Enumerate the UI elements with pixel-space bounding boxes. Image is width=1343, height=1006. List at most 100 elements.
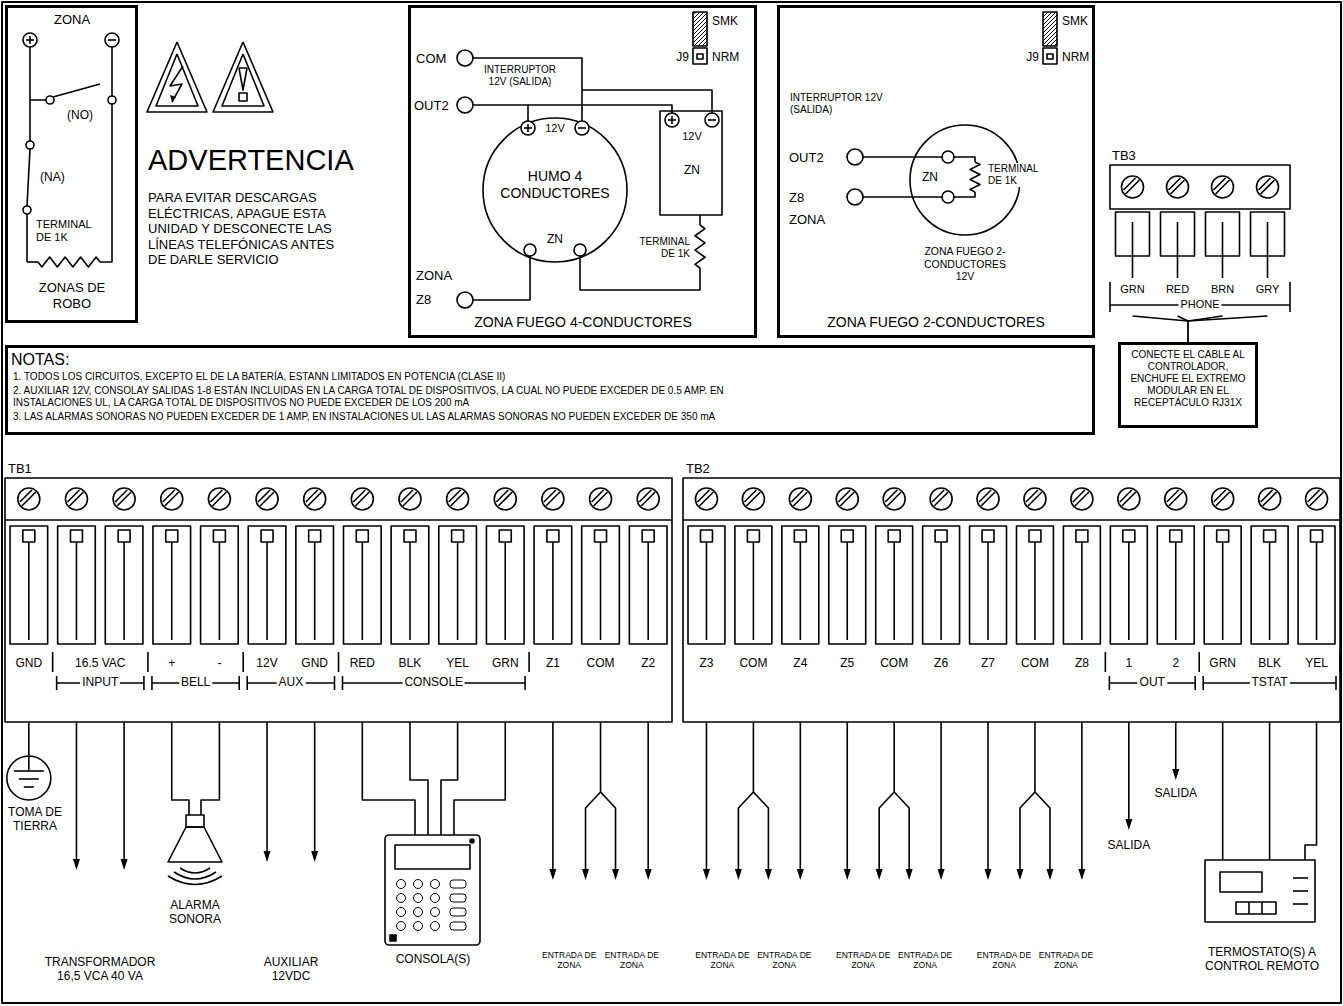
node-text: COM — [1021, 656, 1049, 670]
wire-clamp — [166, 530, 178, 542]
label-text: AUXILIAR 12VDC — [251, 955, 331, 984]
relay-box — [660, 111, 722, 215]
terminal-cell — [486, 526, 524, 644]
node-text: 1 — [1125, 656, 1132, 670]
wire — [987, 722, 989, 870]
node-text: BELL — [179, 675, 212, 689]
console-key — [397, 894, 406, 903]
wire-clamp — [1311, 530, 1323, 542]
arrow-head — [797, 869, 804, 880]
console-key — [414, 880, 423, 889]
exclamation-symbol — [239, 93, 247, 101]
terminal-cell — [582, 526, 620, 644]
label-separator — [338, 652, 340, 672]
switch-arm — [53, 84, 100, 97]
node-text: - — [217, 656, 221, 670]
terminal-strip — [683, 519, 1340, 521]
console-key — [397, 922, 406, 931]
node-text: Z2 — [641, 656, 655, 670]
wire-clamp — [70, 530, 82, 542]
zn-contact — [574, 244, 586, 256]
arrow-head — [938, 869, 945, 880]
terminal-cell — [58, 526, 96, 644]
wire-clamp — [1029, 530, 1041, 542]
label-text: TRANSFORMADOR 16,5 VCA 40 VA — [40, 955, 160, 984]
terminal-circle — [847, 189, 863, 205]
text-box: COMSMKINTERRUPTOR 12V (SALIDA)J9NRMOUT21… — [408, 5, 757, 338]
arrow-head — [1078, 869, 1085, 880]
wire — [552, 722, 554, 870]
text-box: ZONA(NO)(NA)TERMINAL DE 1KZONAS DE ROBO — [5, 5, 138, 323]
terminal-cell — [923, 526, 960, 644]
wire-clamp — [118, 530, 130, 542]
plus-terminal — [23, 33, 37, 47]
terminal-cell — [153, 526, 191, 644]
screw-terminal — [836, 488, 858, 510]
terminal-block: TB1GND16.5 VAC+-12VGNDREDBLKYELGRNZ1COMZ… — [5, 458, 672, 722]
node-text: TSTAT — [1249, 675, 1289, 689]
label-text: ENTRADA DE ZONA — [1037, 950, 1095, 970]
text-box: NOTAS:1. TODOS LOS CIRCUITOS, EXCEPTO EL… — [5, 345, 1095, 435]
thermostat-buttons — [1248, 902, 1250, 914]
console-key — [450, 880, 466, 888]
screw-slot — [932, 490, 944, 502]
jumper-pin — [1043, 48, 1057, 64]
jumper-hole — [1047, 54, 1053, 59]
wire — [1305, 722, 1317, 860]
wire-clamp — [309, 530, 321, 542]
node-text: BLK — [1258, 656, 1281, 670]
terminal-cell — [296, 526, 334, 644]
wire-clamp — [499, 530, 511, 542]
node-text: TB2 — [686, 461, 710, 477]
wire — [1269, 722, 1271, 860]
sound-wave — [180, 868, 210, 873]
wire-clamp — [452, 530, 464, 542]
node-text: 12V — [256, 656, 277, 670]
switch-arm — [27, 149, 30, 206]
screw-terminal — [399, 488, 421, 510]
terminal-circle — [457, 292, 473, 308]
wire — [940, 722, 942, 870]
node-text: GRN — [492, 656, 519, 670]
terminal-block: TB2Z3COMZ4Z5COMZ6Z7COMZ812GRNBLKYELOUTTS… — [683, 458, 1340, 722]
warning-triangle — [222, 54, 264, 106]
wire-clamp — [595, 530, 607, 542]
bracket — [1289, 282, 1291, 312]
wire-clamp — [1264, 530, 1276, 542]
label-separator — [1105, 652, 1107, 672]
terminal-cell — [248, 526, 286, 644]
resistor-symbol — [970, 162, 980, 192]
node-text: TERMINAL DE 1K — [986, 163, 1054, 187]
arrow-head — [264, 851, 271, 862]
terminal-block: TB3GRNREDBRNGRYPHONE — [1105, 145, 1295, 320]
label-text: TERMOSTATO(S) A CONTROL REMOTO — [1200, 945, 1325, 974]
screw-terminal — [1167, 176, 1189, 198]
wire-clamp — [841, 530, 853, 542]
wire — [76, 542, 78, 640]
node-text: HUMO 4 CONDUCTORES — [495, 168, 615, 202]
wire — [123, 722, 125, 860]
wire — [314, 722, 316, 852]
wire-clamp — [404, 530, 416, 542]
console-key — [431, 880, 440, 889]
node-text: INPUT — [80, 675, 120, 689]
node-text: NOTAS: — [11, 350, 69, 369]
node-text: TERMINAL DE 1K — [36, 218, 100, 244]
wire — [172, 722, 189, 815]
node-text: Z6 — [934, 656, 948, 670]
node-text: (NA) — [40, 170, 65, 184]
terminal-cell — [105, 526, 143, 644]
console-key — [431, 922, 440, 931]
node-text: NRM — [712, 50, 739, 64]
node-text: ZONA FUEGO 2-CONDUCTORES — [827, 314, 1045, 331]
wire-clamp — [982, 530, 994, 542]
wire — [1034, 542, 1036, 640]
wire — [1175, 722, 1177, 770]
wire-clamp — [935, 530, 947, 542]
console-display — [395, 845, 470, 869]
warning-heading: ADVERTENCIA — [148, 146, 354, 175]
label-separator — [1339, 652, 1341, 672]
arrow-head — [73, 859, 80, 870]
wire — [111, 47, 113, 96]
smoke-detector — [483, 118, 627, 262]
